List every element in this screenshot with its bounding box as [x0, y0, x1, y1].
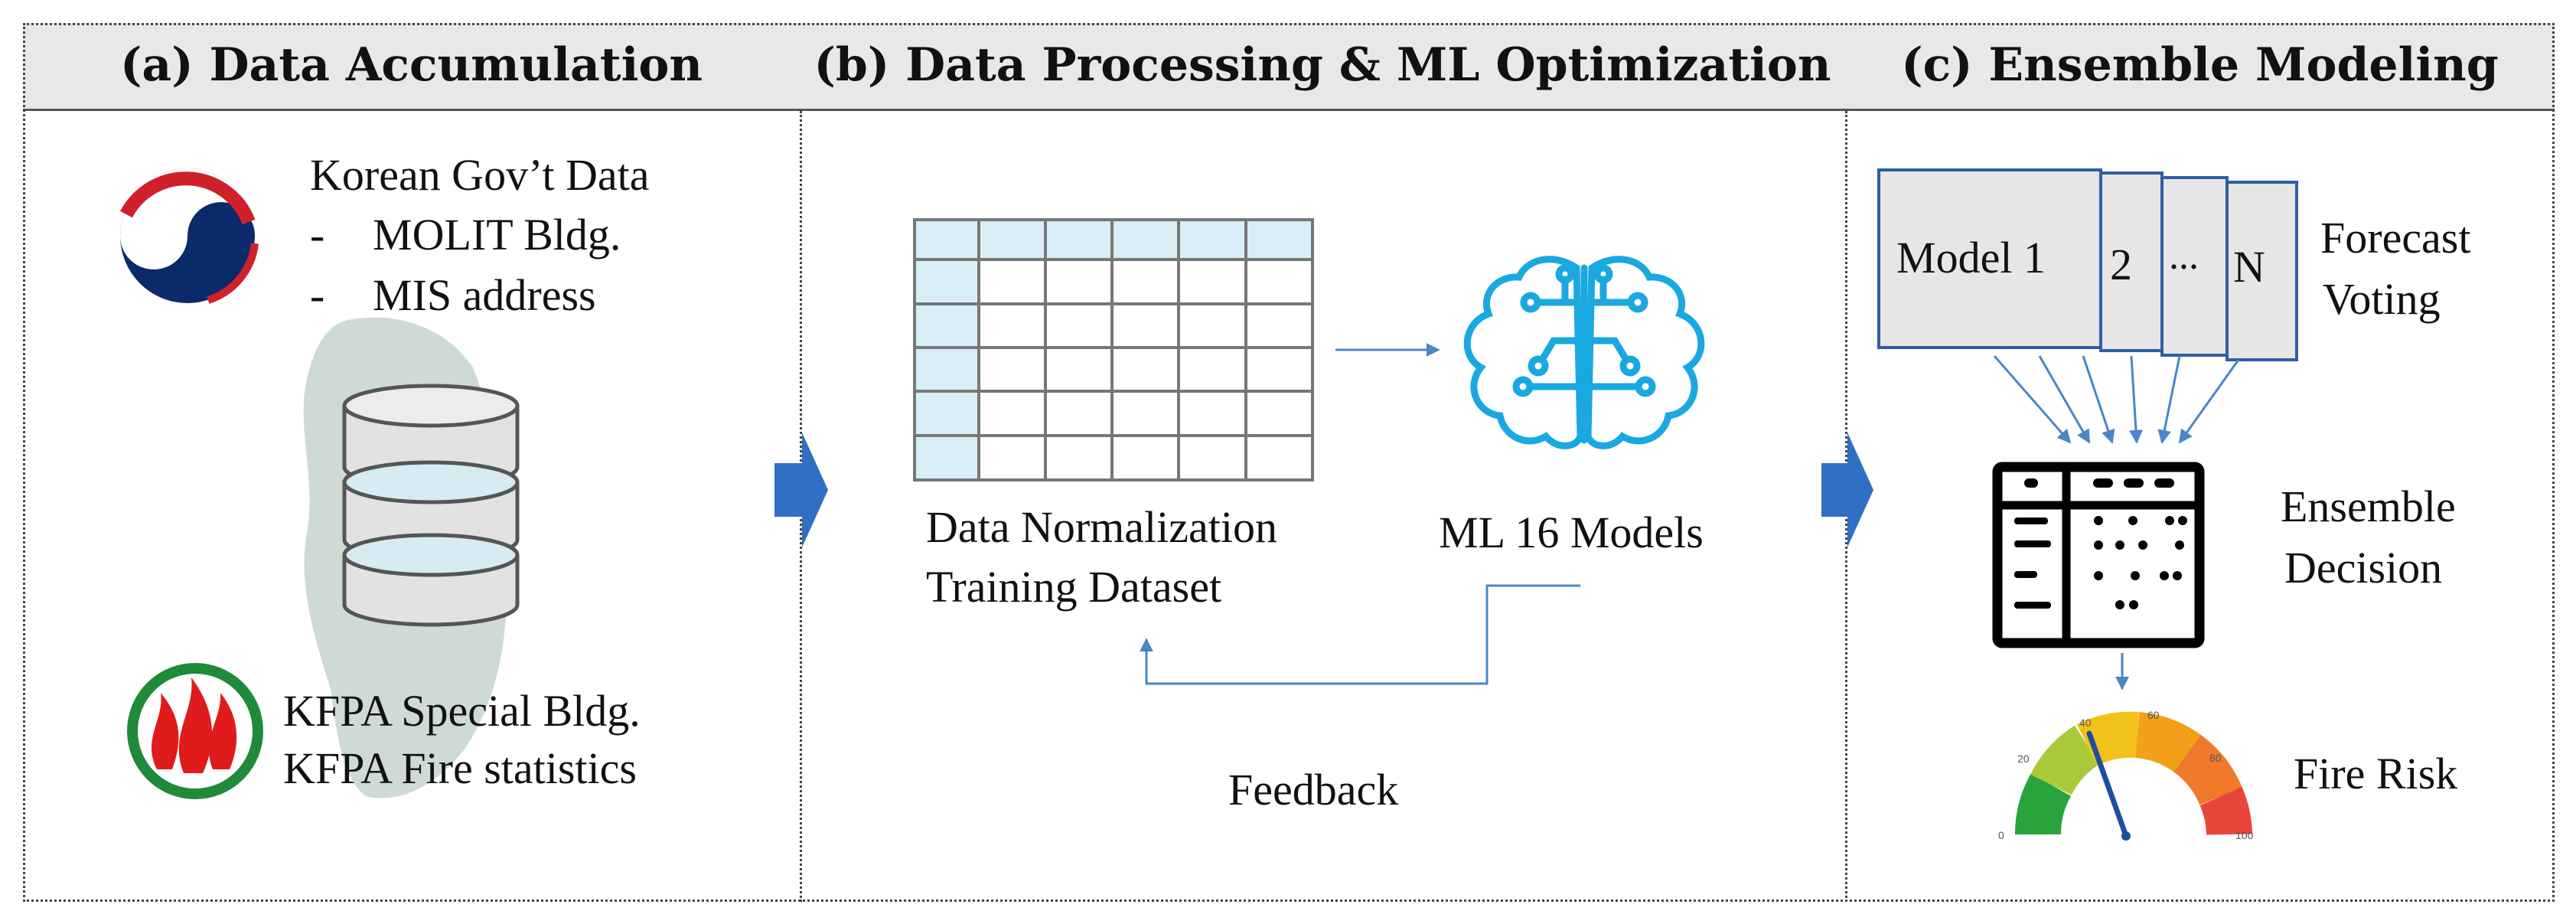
- kfpa-fire-statistics-label: KFPA Fire statistics: [283, 743, 637, 793]
- voting-label: Voting: [2323, 274, 2441, 324]
- ml-models-label: ML 16 Models: [1439, 508, 1704, 557]
- gauge-tick-100: 100: [2235, 829, 2254, 841]
- panel-b-title: (b) Data Processing & ML Optimization: [814, 38, 1831, 92]
- ensemble-label: Ensemble: [2281, 482, 2456, 531]
- model-1-label: Model 1: [1896, 233, 2046, 282]
- fire-risk-label: Fire Risk: [2294, 749, 2458, 798]
- kfpa-special-bldg-label: KFPA Special Bldg.: [283, 686, 641, 736]
- voting-arrows: [1993, 355, 2240, 444]
- flow-arrow-a-to-b: [774, 433, 828, 547]
- ensemble-decision-table-icon: [1992, 462, 2205, 648]
- diagram-frame: [23, 23, 2555, 902]
- feedback-loop-arrow: [1140, 584, 1580, 685]
- korean-gov-emblem-icon: [120, 168, 259, 304]
- panel-a-title: (a) Data Accumulation: [119, 38, 703, 92]
- gov-item-mis: MIS address: [373, 270, 596, 320]
- gauge-tick-40: 40: [2079, 717, 2092, 729]
- feedback-label: Feedback: [1228, 765, 1399, 815]
- model-2-label: 2: [2110, 240, 2132, 289]
- panel-c-title: (c) Ensemble Modeling: [1901, 38, 2499, 92]
- flow-arrow-b-to-c: [1821, 433, 1873, 547]
- brain-icon: [1463, 256, 1705, 449]
- gauge-tick-80: 80: [2209, 752, 2222, 764]
- decision-label: Decision: [2284, 543, 2443, 593]
- gauge-needle: [2086, 730, 2129, 839]
- model-cards: [1877, 168, 2298, 361]
- gov-item-2-dash: -: [310, 270, 325, 320]
- gov-item-molit: MOLIT Bldg.: [373, 210, 621, 260]
- model-n-label: N: [2233, 242, 2265, 292]
- gauge-tick-60: 60: [2147, 709, 2160, 721]
- gov-data-label: Korean Gov’t Data: [310, 150, 650, 200]
- training-dataset-label: Training Dataset: [926, 562, 1222, 612]
- kfpa-flame-logo-icon: [127, 663, 263, 799]
- forecast-label: Forecast: [2320, 213, 2471, 263]
- data-normalization-label: Data Normalization: [926, 502, 1277, 552]
- panel-header-strip: [23, 23, 2555, 111]
- gauge-tick-20: 20: [2017, 753, 2030, 765]
- fire-risk-gauge-icon: [2015, 711, 2252, 836]
- data-table-graphic: [913, 218, 1314, 482]
- model-dots-label: ...: [2169, 234, 2199, 278]
- gauge-tick-0: 0: [1998, 829, 2004, 841]
- database-icon: [342, 384, 520, 627]
- gov-item-1-dash: -: [310, 210, 325, 260]
